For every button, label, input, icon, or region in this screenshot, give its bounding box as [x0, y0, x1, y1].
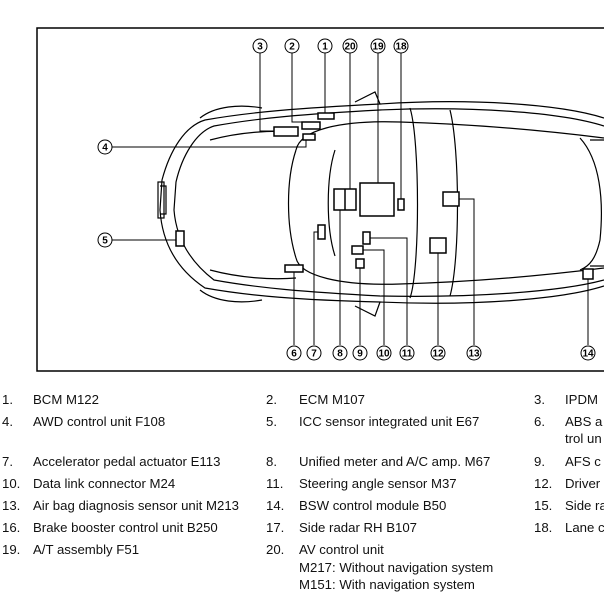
svg-text:18: 18 [395, 42, 407, 53]
callout-7: 7 [306, 345, 322, 361]
svg-text:6: 6 [291, 349, 297, 360]
callout-markers: 1 2 3 4 5 6 7 8 9 10 11 12 13 14 18 19 2… [97, 38, 596, 361]
leader-lines [112, 53, 589, 345]
svg-text:8: 8 [337, 349, 343, 360]
component-box-19 [359, 182, 395, 217]
callout-2: 2 [284, 38, 300, 54]
callout-6: 6 [286, 345, 302, 361]
callout-9: 9 [352, 345, 368, 361]
component-box-1 [317, 112, 335, 120]
legend-item-6: 6.ABS a [534, 414, 603, 429]
legend-item-3: 3.IPDM [534, 392, 598, 407]
component-box-4 [302, 133, 316, 141]
svg-text:5: 5 [102, 236, 108, 247]
callout-14: 14 [580, 345, 596, 361]
svg-text:12: 12 [432, 349, 444, 360]
svg-text:20: 20 [344, 42, 356, 53]
component-boxes [175, 112, 594, 280]
callout-12: 12 [430, 345, 446, 361]
svg-text:10: 10 [378, 349, 390, 360]
svg-text:13: 13 [468, 349, 480, 360]
callout-11: 11 [399, 345, 415, 361]
legend-item-12: 12.Driver [534, 476, 601, 491]
svg-text:7: 7 [311, 349, 317, 360]
svg-text:19: 19 [372, 42, 384, 53]
callout-8: 8 [332, 345, 348, 361]
callout-3: 3 [252, 38, 268, 54]
svg-text:3: 3 [257, 42, 263, 53]
svg-text:4: 4 [102, 143, 108, 154]
callout-10: 10 [376, 345, 392, 361]
legend-item-18: 18.Lane c [534, 520, 604, 535]
callout-5: 5 [97, 232, 113, 248]
callout-19: 19 [370, 38, 386, 54]
svg-text:11: 11 [402, 349, 413, 360]
component-box-5 [175, 230, 185, 247]
callout-13: 13 [466, 345, 482, 361]
diagram-frame [36, 27, 604, 372]
legend-item-9: 9.AFS c [534, 454, 601, 469]
svg-text:14: 14 [582, 349, 594, 360]
callout-4: 4 [97, 139, 113, 155]
car-outline [157, 91, 604, 317]
component-box-2 [301, 121, 321, 130]
svg-text:9: 9 [357, 349, 363, 360]
callout-1: 1 [317, 38, 333, 54]
svg-text:1: 1 [322, 42, 328, 53]
legend-item-6-line2: trol un [565, 431, 602, 446]
callout-18: 18 [393, 38, 409, 54]
legend-item-15: 15.Side ra [534, 498, 604, 513]
callout-20: 20 [342, 38, 358, 54]
svg-text:2: 2 [289, 42, 295, 53]
